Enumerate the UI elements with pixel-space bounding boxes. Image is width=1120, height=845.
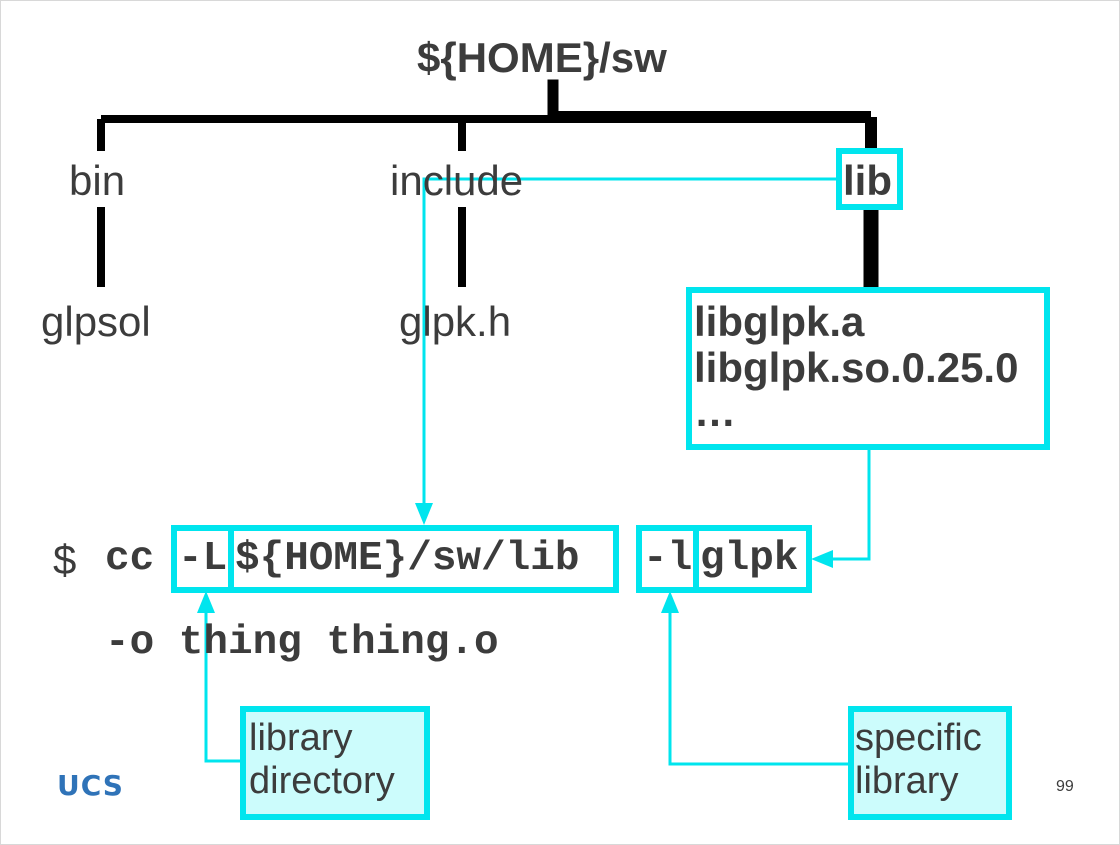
file-glpk-h: glpk.h xyxy=(399,298,512,345)
callout-library-directory-line1: library xyxy=(249,717,353,759)
arrow-callout-to-l-head xyxy=(661,591,679,613)
callout-library-directory: library directory xyxy=(249,717,424,803)
arrow-callout-to-L xyxy=(204,613,243,763)
file-libglpk-a: libglpk.a xyxy=(694,298,865,345)
arrow-files-to-name xyxy=(833,447,871,561)
callout-specific-library-line1: specific xyxy=(855,717,982,759)
arrow-lib-to-path-head xyxy=(415,503,433,525)
callout-specific-library-line2: library xyxy=(855,760,959,802)
lib-dir-flag: -L xyxy=(178,536,228,582)
arrow-callout-to-l xyxy=(668,613,851,766)
file-ellipsis: … xyxy=(694,388,736,435)
arrow-lib-to-path xyxy=(422,177,839,503)
page-number: 99 xyxy=(1056,778,1074,795)
file-glpsol: glpsol xyxy=(41,298,151,345)
arrow-callout-to-L-head xyxy=(197,591,215,613)
lib-name-box xyxy=(693,525,812,593)
compiler-command: cc xyxy=(105,536,155,582)
callout-library-directory-line2: directory xyxy=(249,760,395,802)
output-args: -o thing thing.o xyxy=(105,620,499,666)
ucs-logo: UCS xyxy=(57,769,124,802)
dir-bin: bin xyxy=(69,157,126,204)
lib-path-box xyxy=(228,525,619,593)
dir-lib: lib xyxy=(843,157,892,204)
lib-name: glpk xyxy=(700,536,799,582)
lib-flag: -l xyxy=(643,536,693,582)
file-libglpk-so: libglpk.so.0.25.0 xyxy=(694,344,1019,391)
callout-library-directory-box xyxy=(240,706,430,820)
lib-dir-path: ${HOME}/sw/lib xyxy=(235,536,580,582)
callout-specific-library: specific library xyxy=(855,717,1007,803)
arrow-files-to-name-head xyxy=(811,550,833,568)
shell-prompt: $ xyxy=(53,536,77,583)
root-directory: ${HOME}/sw xyxy=(417,34,667,81)
dir-include: include xyxy=(390,157,524,204)
